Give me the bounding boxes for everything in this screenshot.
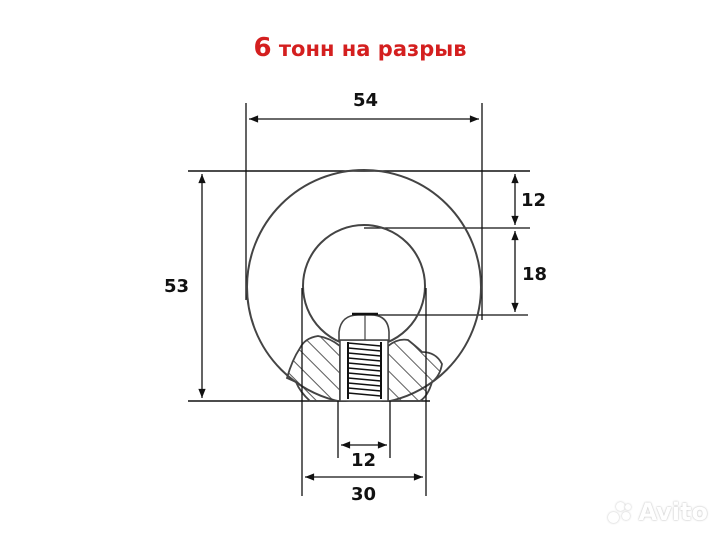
dim-53-label: 53 bbox=[164, 276, 190, 297]
page-title: 6 тонн на разрыв bbox=[0, 33, 720, 63]
thread-lines bbox=[347, 342, 382, 397]
collar-left bbox=[285, 335, 341, 402]
title-number: 6 bbox=[253, 33, 272, 63]
dim-30-label: 30 bbox=[351, 484, 377, 505]
title-text: тонн на разрыв bbox=[271, 37, 467, 61]
outer-ring bbox=[246, 169, 482, 402]
avito-logo-icon bbox=[608, 500, 634, 524]
dim-12-horizontal-label: 12 bbox=[351, 450, 377, 471]
bore-dome bbox=[338, 314, 390, 341]
avito-text: Avito bbox=[638, 498, 708, 526]
dim-12-vertical-label: 12 bbox=[521, 190, 547, 211]
dim-54-label: 54 bbox=[353, 90, 379, 111]
collar-right bbox=[387, 338, 443, 402]
avito-watermark: Avito bbox=[608, 498, 708, 526]
dim-18-label: 18 bbox=[522, 264, 548, 285]
